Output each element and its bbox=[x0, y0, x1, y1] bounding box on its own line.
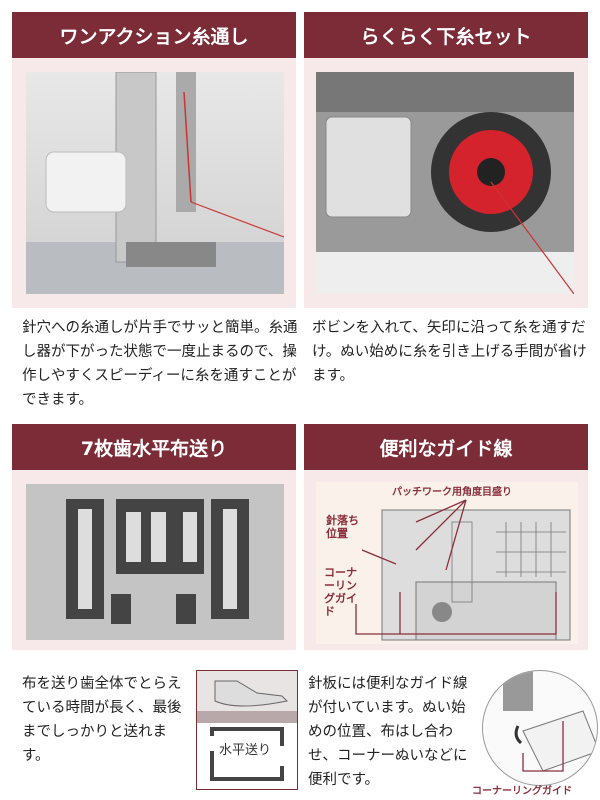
angle-scale-label: パッチワーク用角度目盛り bbox=[392, 487, 512, 498]
feature-header-guide-lines: 便利なガイド線 bbox=[304, 424, 588, 470]
feature-description: ボビンを入れて、矢印に沿って糸を通すだけ。ぬい始めに糸を引き上げる手間が省けます… bbox=[312, 320, 587, 384]
feature-header-bobbin: らくらく下糸セット bbox=[304, 12, 588, 58]
cornering-guide-inset bbox=[482, 670, 598, 786]
cornering-guide-label: コーナーリングガイド bbox=[324, 566, 357, 618]
feature-description: 布を送り歯全体でとらえている時間が長く、最後までしっかりと送れます。 bbox=[22, 676, 182, 764]
feature-header-feed-dogs: 7枚歯水平布送り bbox=[12, 424, 296, 470]
cornering-guide-inset-label: コーナーリングガイド bbox=[472, 786, 572, 797]
feed-dogs-photo bbox=[26, 484, 284, 640]
feature-header-threading: ワンアクション糸通し bbox=[12, 12, 296, 58]
bobbin-photo bbox=[316, 72, 574, 294]
horizontal-feed-diagram: 水平送り bbox=[196, 670, 298, 790]
feature-description: 針板には便利なガイド線が付いています。ぬい始めの位置、布はし合わせ、コーナーぬい… bbox=[308, 676, 468, 788]
needle-threader-photo bbox=[26, 72, 284, 294]
needle-plate-diagram: パッチワーク用角度目盛り 針落ち位置 コーナーリングガイド bbox=[316, 482, 578, 644]
feature-description: 針穴への糸通しが片手でサッと簡単。糸通し器が下がった状態で一度止まるので、操作し… bbox=[22, 320, 298, 408]
needle-position-label: 針落ち位置 bbox=[326, 514, 359, 540]
horizontal-feed-label: 水平送り bbox=[219, 743, 272, 758]
